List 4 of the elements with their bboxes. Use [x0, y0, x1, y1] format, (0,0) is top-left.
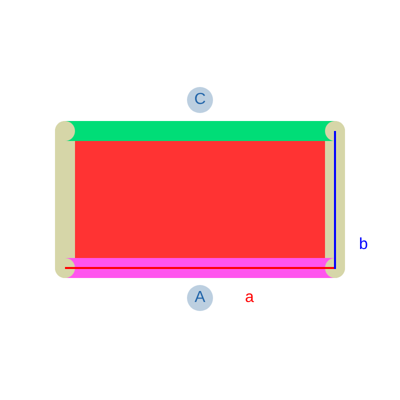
side-marker: A [187, 285, 213, 311]
dimension-label: b [359, 236, 368, 254]
side-marker: C [187, 87, 213, 113]
dimension-label: a [245, 289, 254, 307]
